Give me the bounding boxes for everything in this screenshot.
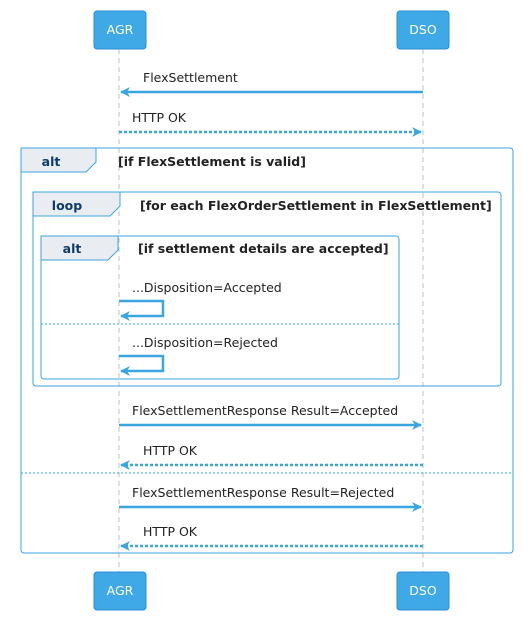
participant-dso-label: DSO [409, 583, 437, 598]
participant-agr-top: AGR [93, 10, 147, 50]
alt-fragment-inner: alt [if settlement details are accepted] [40, 235, 400, 380]
alt-keyword: alt [42, 154, 61, 169]
message-http-ok-accepted: HTTP OK [120, 443, 423, 470]
message-label: ...Disposition=Accepted [132, 280, 282, 295]
message-label: ...Disposition=Rejected [132, 335, 278, 350]
participant-dso-label: DSO [409, 22, 437, 37]
participant-dso-bottom: DSO [396, 571, 450, 611]
alt-fragment-outer: alt [if FlexSettlement is valid] [20, 147, 514, 554]
alt-keyword: alt [63, 241, 82, 256]
message-label: HTTP OK [132, 110, 187, 125]
message-response-rejected: FlexSettlementResponse Result=Rejected [119, 485, 422, 512]
message-label: FlexSettlementResponse Result=Rejected [132, 485, 394, 500]
message-label: FlexSettlement [143, 70, 238, 85]
message-http-ok-rejected: HTTP OK [120, 524, 423, 551]
participant-dso-top: DSO [396, 10, 450, 50]
message-label: FlexSettlementResponse Result=Accepted [132, 403, 398, 418]
participant-agr-label: AGR [107, 583, 134, 598]
loop-keyword: loop [52, 198, 82, 213]
message-response-accepted: FlexSettlementResponse Result=Accepted [119, 403, 422, 430]
message-flexsettlement: FlexSettlement [120, 70, 423, 97]
loop-guard: [for each FlexOrderSettlement in FlexSet… [140, 198, 492, 213]
message-label: HTTP OK [143, 443, 198, 458]
message-label: HTTP OK [143, 524, 198, 539]
self-message-rejected: ...Disposition=Rejected [119, 335, 278, 376]
self-message-accepted: ...Disposition=Accepted [119, 280, 282, 321]
message-http-ok-reply: HTTP OK [119, 110, 422, 137]
participant-agr-bottom: AGR [93, 571, 147, 611]
participant-agr-label: AGR [107, 22, 134, 37]
loop-fragment: loop [for each FlexOrderSettlement in Fl… [32, 191, 502, 387]
alt-guard: [if FlexSettlement is valid] [118, 154, 306, 169]
alt-guard: [if settlement details are accepted] [138, 241, 389, 256]
